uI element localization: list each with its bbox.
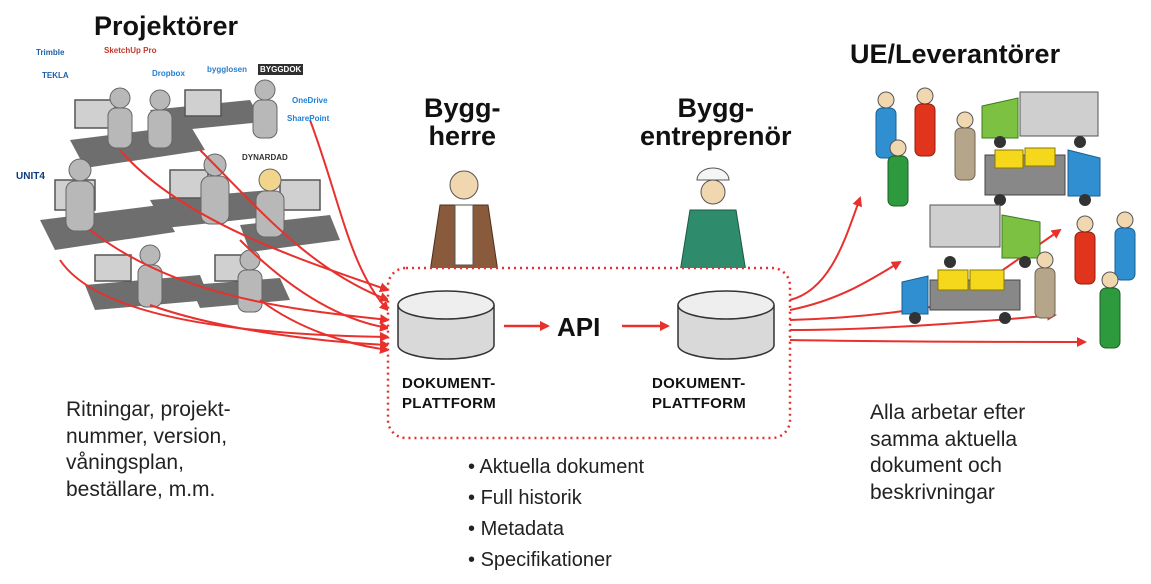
arrow: [59, 259, 390, 342]
dynardad-logo: DYNARDAD: [242, 153, 288, 162]
api-label: API: [557, 312, 601, 342]
contractor-figure: [679, 167, 747, 273]
suppliers-title: UE/Leverantörer: [850, 39, 1061, 69]
byggdok-logo: BYGGDOK: [258, 64, 304, 75]
worker-figure: [954, 111, 976, 181]
database-cylinder-right: [677, 290, 775, 360]
arrow: [119, 149, 390, 293]
arrow: [789, 260, 902, 311]
truck-icon: [984, 147, 1101, 206]
worker-figure: [1099, 271, 1121, 349]
list-item: Aktuella dokument: [468, 452, 644, 483]
unit4-logo: UNIT4: [16, 171, 45, 182]
platform-features-list: Aktuella dokument Full historik Metadata…: [468, 452, 644, 576]
list-item: Specifikationer: [468, 545, 644, 576]
truck-icon: [929, 204, 1041, 268]
arrow: [239, 239, 390, 332]
tekla-logo: TEKLA: [42, 71, 69, 80]
designer-arrows: [59, 119, 390, 354]
arrow: [789, 336, 1087, 347]
suppliers-description: Alla arbetar efter samma aktuella dokume…: [870, 401, 1026, 504]
arrow: [89, 229, 390, 325]
list-item: Full historik: [468, 483, 644, 514]
arrow: [259, 299, 390, 354]
truck-icon: [981, 91, 1099, 148]
list-item: Metadata: [468, 514, 644, 545]
supplier-trucks: [901, 91, 1101, 324]
arrow: [789, 310, 1057, 331]
worker-figure: [914, 87, 936, 157]
worker-figure: [1074, 215, 1096, 285]
arrow: [789, 196, 863, 301]
arrow: [199, 149, 390, 302]
arrow: [149, 304, 390, 350]
designers-description: Ritningar, projekt- nummer, version, vån…: [66, 398, 231, 501]
client-figure: [429, 170, 499, 273]
designers-title: Projektörer: [94, 11, 239, 41]
bygglosen-logo: bygglosen: [207, 65, 248, 74]
dropbox-logo: Dropbox: [152, 69, 185, 78]
worker-figure: [1034, 251, 1056, 319]
truck-icon: [901, 269, 1021, 324]
worker-figure: [1114, 211, 1136, 281]
database-cylinder-left: [397, 290, 495, 360]
designers-illustration: [40, 79, 340, 313]
trimble-logo: Trimble: [36, 48, 65, 57]
platform-label-left: DOKUMENT- PLATTFORM: [402, 375, 497, 412]
arrow: [309, 119, 390, 312]
client-title: Bygg- herre: [424, 93, 501, 152]
onedrive-logo: OneDrive: [292, 96, 328, 105]
worker-figure: [887, 139, 909, 207]
sketchup-logo: SketchUp Pro: [104, 46, 157, 55]
contractor-title: Bygg- entreprenör: [640, 93, 792, 152]
platform-label-right: DOKUMENT- PLATTFORM: [652, 375, 747, 412]
supplier-workers: [875, 87, 1136, 349]
sharepoint-logo: SharePoint: [287, 114, 330, 123]
